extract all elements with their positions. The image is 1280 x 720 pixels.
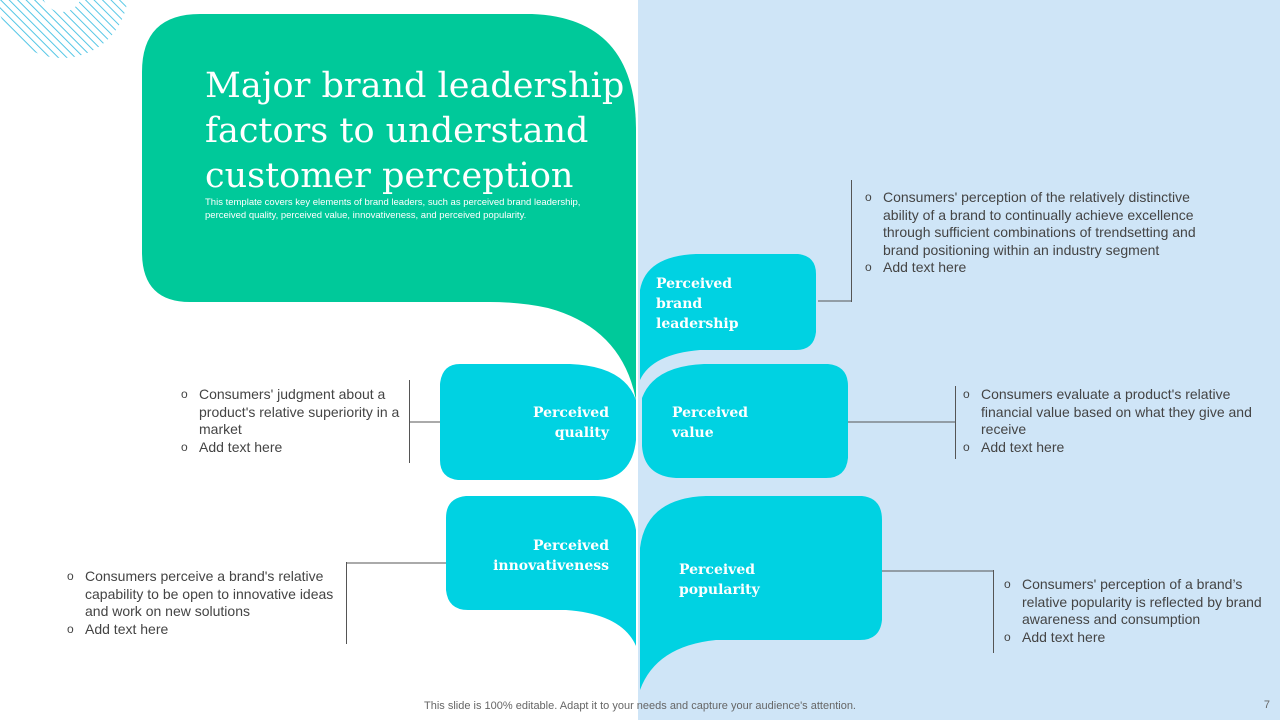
brand-leadership-leaf-shape [640, 254, 816, 380]
innovativeness-label: Perceived innovativeness [493, 538, 609, 574]
page-number: 7 [1263, 699, 1270, 711]
list-item: Add text here [865, 259, 1225, 277]
popularity-leaf-shape [640, 496, 882, 690]
popularity-label: Perceived popularity [679, 562, 760, 598]
quality-leaf-shape [440, 364, 636, 480]
title-leaf-shape [142, 14, 636, 400]
list-item: Consumers' perception of a brand’s relat… [1004, 576, 1266, 629]
slide-title: Major brand leadership factors to unders… [205, 66, 625, 196]
list-item: Consumers' judgment about a product's re… [181, 386, 403, 439]
hatched-circle-decoration [0, 0, 128, 58]
brand-leadership-bullets: Consumers' perception of the relatively … [865, 189, 1225, 277]
popularity-bullets: Consumers' perception of a brand’s relat… [1004, 576, 1266, 646]
list-item: Consumers perceive a brand's relative ca… [67, 568, 342, 621]
value-bullets: Consumers evaluate a product's relative … [963, 386, 1253, 456]
innovativeness-bullets: Consumers perceive a brand's relative ca… [67, 568, 342, 638]
value-label: Perceived value [672, 405, 749, 441]
list-item: Add text here [963, 439, 1253, 457]
quality-label: Perceived quality [532, 405, 609, 441]
list-item: Add text here [181, 439, 403, 457]
value-leaf-shape [642, 364, 848, 478]
list-item: Add text here [1004, 629, 1266, 647]
list-item: Consumers' perception of the relatively … [865, 189, 1225, 259]
innovativeness-leaf-shape [446, 496, 636, 646]
quality-bullets: Consumers' judgment about a product's re… [181, 386, 403, 456]
list-item: Add text here [67, 621, 342, 639]
slide-subtitle: This template covers key elements of bra… [205, 197, 581, 221]
list-item: Consumers evaluate a product's relative … [963, 386, 1253, 439]
brand-leadership-label: Perceived brand leadership [656, 276, 739, 332]
footer-note: This slide is 100% editable. Adapt it to… [424, 700, 856, 712]
